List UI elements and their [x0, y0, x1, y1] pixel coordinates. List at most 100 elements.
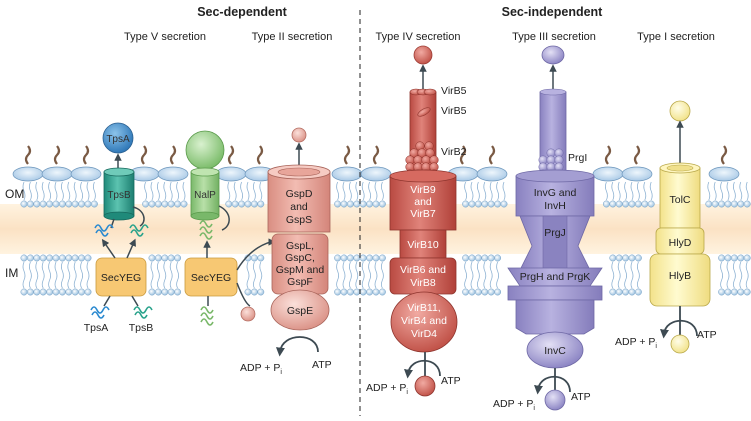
lipid-head: [487, 200, 495, 208]
lipid-head: [481, 200, 489, 208]
gspl-label-2: GspC,: [285, 252, 315, 264]
lipid-head: [730, 254, 738, 262]
lipid-head: [366, 288, 374, 296]
lipid-head: [634, 200, 642, 208]
unfolded-tpsa-cytoplasm: [90, 306, 110, 319]
lipid-head: [52, 200, 60, 208]
lipid-head: [378, 254, 386, 262]
lipid-head: [58, 254, 66, 262]
lipid-head: [353, 254, 361, 262]
inner-membrane: [20, 254, 751, 296]
lps-head: [360, 166, 392, 182]
lipid-head: [52, 254, 60, 262]
lipid-head: [462, 200, 470, 208]
lipid-head: [474, 254, 482, 262]
gspl-label-3: GspM and: [276, 264, 325, 276]
secyeg-1: [95, 257, 147, 297]
lps-head: [215, 166, 247, 182]
type2-adp-label: ADP + Pi: [240, 362, 282, 376]
lipid-head: [148, 254, 156, 262]
tpsb-barrel: [103, 171, 135, 217]
secyeg-1-label: SecYEG: [101, 272, 141, 284]
om-label: OM: [5, 187, 24, 201]
type3-title: Type III secretion: [512, 31, 596, 43]
prgi-needle-label: PrgI: [568, 152, 587, 164]
type5-system: TpsA TpsB NalP SecYEG SecYEG: [84, 122, 276, 334]
lipid-head: [174, 254, 182, 262]
lipid-head: [353, 200, 361, 208]
lps-head: [621, 166, 653, 182]
lipid-head: [250, 254, 258, 262]
tpsb-label: TpsB: [107, 190, 131, 201]
lipid-head: [161, 200, 169, 208]
lipid-head: [622, 200, 630, 208]
lipid-head: [238, 200, 246, 208]
virb9-label-1: VirB9: [410, 184, 436, 196]
lps-chain: [256, 145, 264, 165]
lipid-head: [366, 254, 374, 262]
lipid-head: [474, 288, 482, 296]
lipid-head: [231, 200, 239, 208]
lipid-head: [743, 288, 751, 296]
lps-chain: [82, 145, 90, 165]
virb10-label: VirB10: [407, 239, 438, 251]
unfolded-tpsa-periplasm: [94, 224, 114, 237]
lipid-head: [628, 254, 636, 262]
gspl-label-4: GspF: [287, 276, 313, 288]
lipid-head: [71, 254, 79, 262]
virb5-subunit: [417, 107, 431, 117]
type1-adp-label: ADP + Pi: [615, 336, 657, 350]
lipid-head: [718, 200, 726, 208]
unfolded-tpsb-cytoplasm: [133, 306, 153, 319]
c-ring-lower: [515, 299, 595, 335]
lipid-head: [346, 200, 354, 208]
lipid-head: [39, 288, 47, 296]
lipid-head: [359, 200, 367, 208]
lipid-head: [225, 200, 233, 208]
lps-head: [12, 166, 44, 182]
lipid-head: [372, 200, 380, 208]
unfolded-tpsb-periplasm: [129, 224, 149, 237]
lipid-head: [65, 288, 73, 296]
lipid-head: [167, 200, 175, 208]
lipid-head: [65, 200, 73, 208]
lipid-head: [366, 200, 374, 208]
type4-secreted-protein: [413, 45, 433, 65]
lps-chain: [488, 145, 496, 165]
invc-label: InvC: [544, 345, 566, 357]
lipid-head: [615, 200, 623, 208]
lps-chain: [604, 145, 612, 165]
virb9-label-2: and: [414, 196, 432, 208]
lipid-head: [334, 288, 342, 296]
lipid-head: [609, 200, 617, 208]
lipid-head: [20, 288, 28, 296]
lipid-head: [634, 288, 642, 296]
gspd-label-3: GspS: [286, 214, 312, 226]
lps-chain: [24, 145, 32, 165]
lps-head: [331, 166, 363, 182]
lipid-head: [468, 200, 476, 208]
virb11-label-1: VirB11,: [407, 302, 440, 314]
lipid-head: [154, 288, 162, 296]
type2-substrate: [240, 306, 256, 322]
lipid-head: [26, 288, 34, 296]
lipid-head: [340, 200, 348, 208]
lipid-head: [78, 200, 86, 208]
lps-head: [157, 166, 189, 182]
lipid-head: [468, 288, 476, 296]
lipid-head: [71, 288, 79, 296]
secyeg-2: [184, 257, 238, 297]
lps-chain: [633, 145, 641, 165]
lipid-head: [724, 254, 732, 262]
prgj-label: PrgJ: [544, 227, 566, 239]
lipid-head: [174, 288, 182, 296]
lipid-head: [359, 288, 367, 296]
lipid-head: [46, 200, 54, 208]
virb9-virb7-complex: [389, 175, 457, 231]
lipid-head: [161, 254, 169, 262]
virb6-label-2: VirB8: [410, 277, 436, 289]
type2-atp-label: ATP: [312, 359, 332, 371]
type3-atp-cycle-arrow: [534, 375, 571, 395]
invg-invh-ring: [515, 175, 595, 217]
